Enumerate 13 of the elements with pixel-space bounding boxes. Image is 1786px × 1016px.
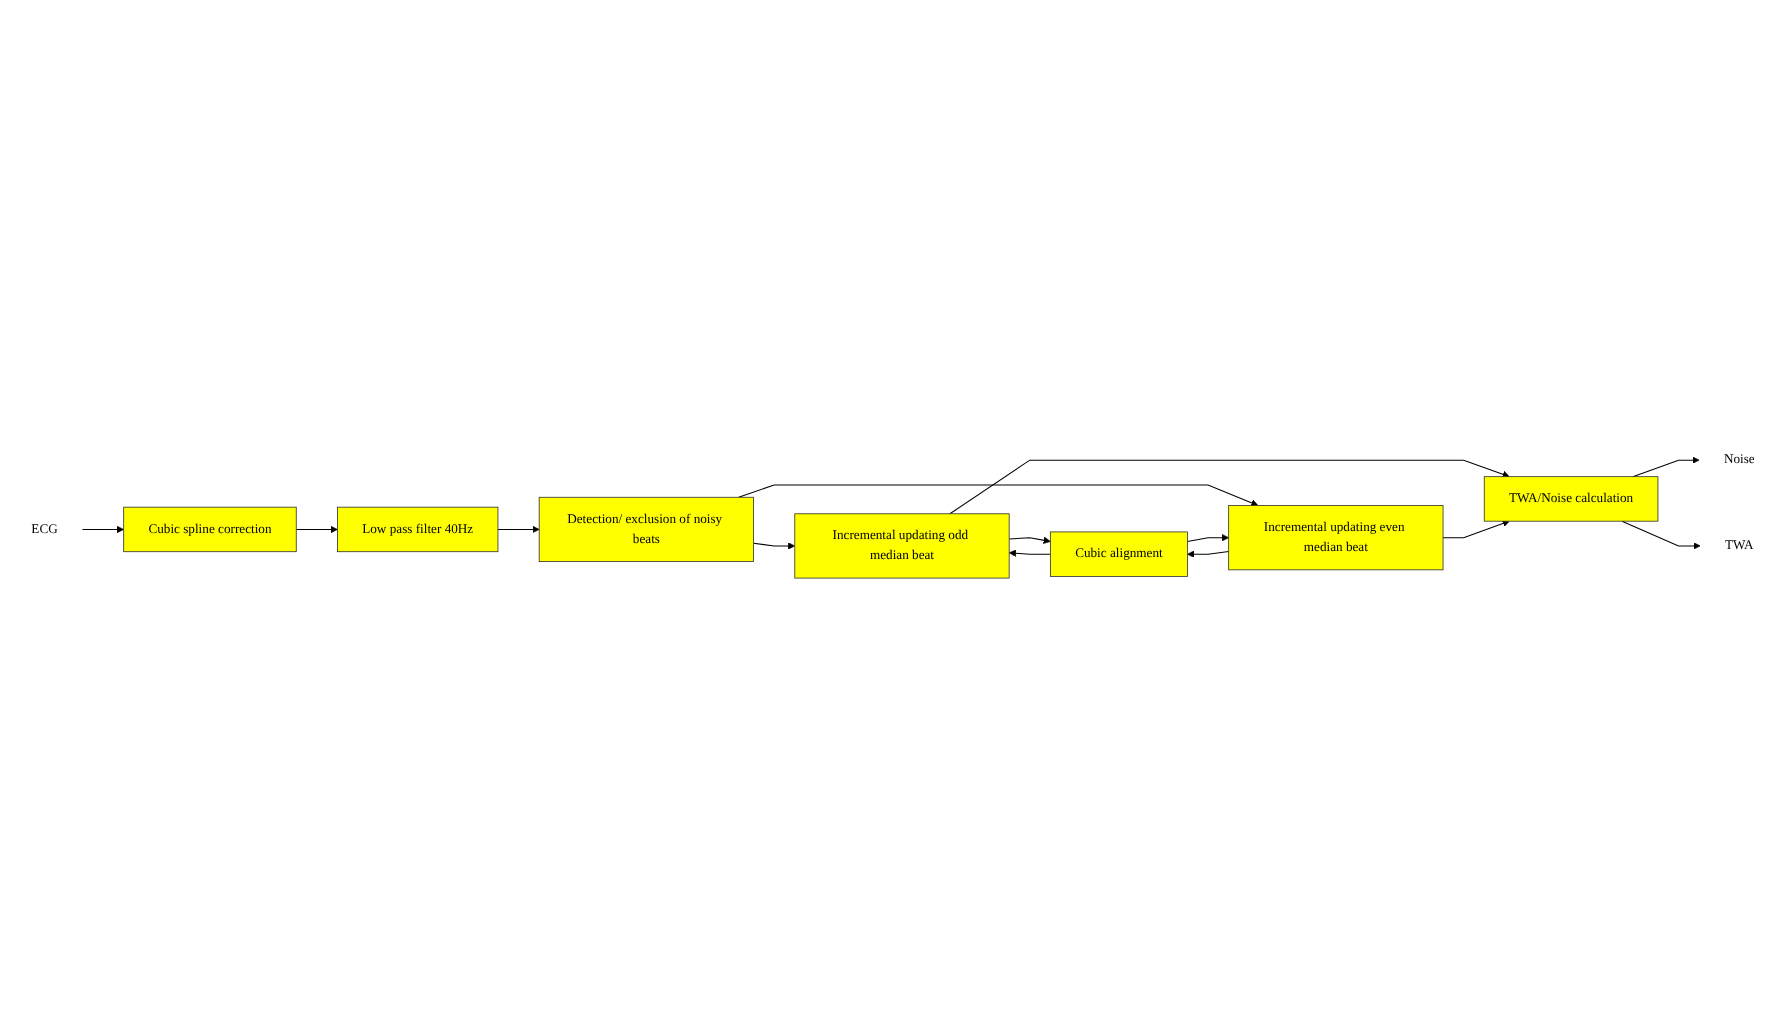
arrow bbox=[1187, 550, 1230, 558]
arrow bbox=[1008, 536, 1051, 544]
arrow bbox=[1621, 520, 1701, 550]
arrow bbox=[1008, 549, 1051, 557]
arrow bbox=[949, 459, 1510, 515]
arrow bbox=[1186, 534, 1229, 543]
arrow bbox=[81, 525, 124, 534]
arrow bbox=[497, 525, 540, 534]
arrow bbox=[1632, 456, 1700, 478]
arrow bbox=[753, 542, 796, 550]
arrow bbox=[738, 484, 1259, 507]
arrow bbox=[1442, 520, 1510, 539]
arrow bbox=[295, 525, 338, 534]
